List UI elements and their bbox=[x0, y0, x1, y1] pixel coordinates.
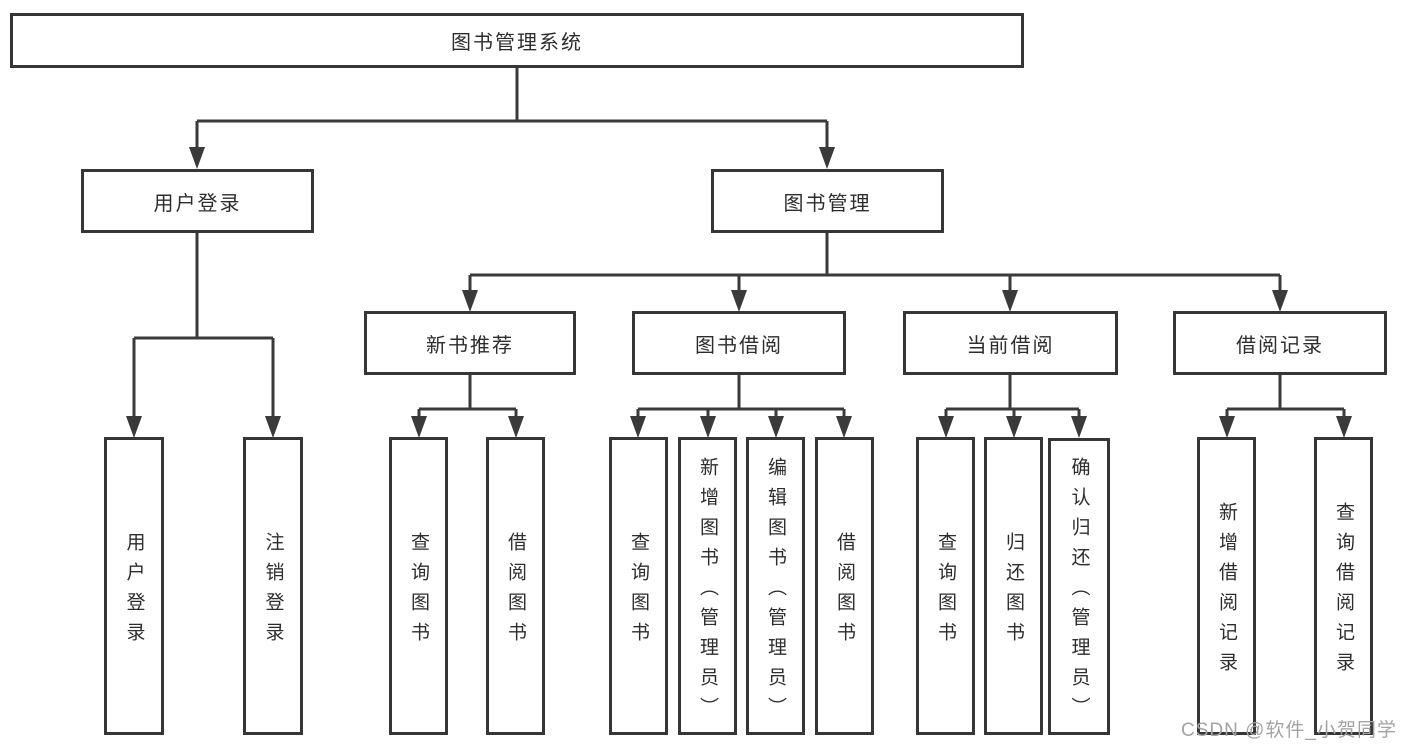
connector-book-borrow-children bbox=[630, 375, 852, 438]
arrowhead-icon bbox=[731, 290, 747, 312]
node-current-borrow: 当前借阅 bbox=[903, 311, 1118, 375]
leaf-label: 新增图书（管理员） bbox=[697, 456, 718, 727]
arrowhead-icon bbox=[1002, 290, 1018, 312]
arrowhead-icon bbox=[265, 416, 281, 438]
arrowhead-icon bbox=[938, 416, 954, 438]
arrowhead-icon bbox=[1071, 416, 1087, 438]
connector-root-to-level2 bbox=[189, 68, 835, 169]
connector-book-management-children bbox=[462, 232, 1288, 312]
leaf-return-book: 归还图书 bbox=[984, 437, 1043, 735]
leaf-query-books-current: 查询图书 bbox=[916, 437, 975, 735]
arrowhead-icon bbox=[700, 416, 716, 438]
leaf-edit-book-admin: 编辑图书（管理员） bbox=[746, 437, 805, 735]
arrowhead-icon bbox=[768, 416, 784, 438]
node-book-borrow: 图书借阅 bbox=[632, 311, 846, 375]
leaf-user-login: 用户登录 bbox=[104, 437, 164, 735]
arrowhead-icon bbox=[462, 290, 478, 312]
leaf-logout: 注销登录 bbox=[243, 437, 303, 735]
leaf-add-book-admin: 新增图书（管理员） bbox=[678, 437, 737, 735]
arrowhead-icon bbox=[189, 147, 205, 169]
node-borrow-records: 借阅记录 bbox=[1173, 311, 1387, 375]
leaf-query-borrow-record: 查询借阅记录 bbox=[1314, 437, 1373, 735]
arrowhead-icon bbox=[411, 416, 427, 438]
node-book-management: 图书管理 bbox=[711, 169, 944, 233]
node-library-management-system: 图书管理系统 bbox=[10, 13, 1024, 68]
leaf-query-books-recommend: 查询图书 bbox=[389, 437, 448, 735]
leaf-label: 编辑图书（管理员） bbox=[765, 456, 786, 727]
arrowhead-icon bbox=[508, 416, 524, 438]
leaf-label: 借阅图书 bbox=[505, 531, 526, 652]
leaf-label: 借阅图书 bbox=[834, 531, 855, 652]
arrowhead-icon bbox=[126, 416, 142, 438]
leaf-label: 查询图书 bbox=[408, 531, 429, 652]
leaf-borrow-books-recommend: 借阅图书 bbox=[486, 437, 545, 735]
node-new-book-recommend: 新书推荐 bbox=[364, 311, 576, 375]
arrowhead-icon bbox=[836, 416, 852, 438]
arrowhead-icon bbox=[1006, 416, 1022, 438]
node-user-login: 用户登录 bbox=[81, 169, 314, 233]
leaf-label: 查询图书 bbox=[628, 531, 649, 652]
leaf-label: 查询借阅记录 bbox=[1333, 501, 1354, 682]
leaf-label: 注销登录 bbox=[262, 531, 284, 652]
arrowhead-icon bbox=[1336, 416, 1352, 438]
connector-borrow-records-children bbox=[1219, 375, 1352, 438]
connector-current-borrow-children bbox=[938, 375, 1087, 438]
leaf-confirm-return-admin: 确认归还（管理员） bbox=[1048, 438, 1110, 735]
connector-user-login-children bbox=[126, 232, 281, 438]
leaf-borrow-books: 借阅图书 bbox=[815, 437, 874, 735]
arrowhead-icon bbox=[1219, 416, 1235, 438]
arrowhead-icon bbox=[819, 147, 835, 169]
arrowhead-icon bbox=[630, 416, 646, 438]
leaf-query-books-borrow: 查询图书 bbox=[609, 437, 668, 735]
arrowhead-icon bbox=[1272, 290, 1288, 312]
leaf-label: 新增借阅记录 bbox=[1216, 501, 1237, 682]
leaf-label: 归还图书 bbox=[1003, 531, 1024, 652]
leaf-label: 用户登录 bbox=[123, 531, 145, 652]
connector-new-book-children bbox=[411, 375, 524, 438]
watermark: CSDN @软件_小贺同学 bbox=[1181, 720, 1397, 741]
leaf-add-borrow-record: 新增借阅记录 bbox=[1197, 437, 1256, 735]
leaf-label: 查询图书 bbox=[935, 531, 956, 652]
leaf-label: 确认归还（管理员） bbox=[1068, 457, 1090, 727]
